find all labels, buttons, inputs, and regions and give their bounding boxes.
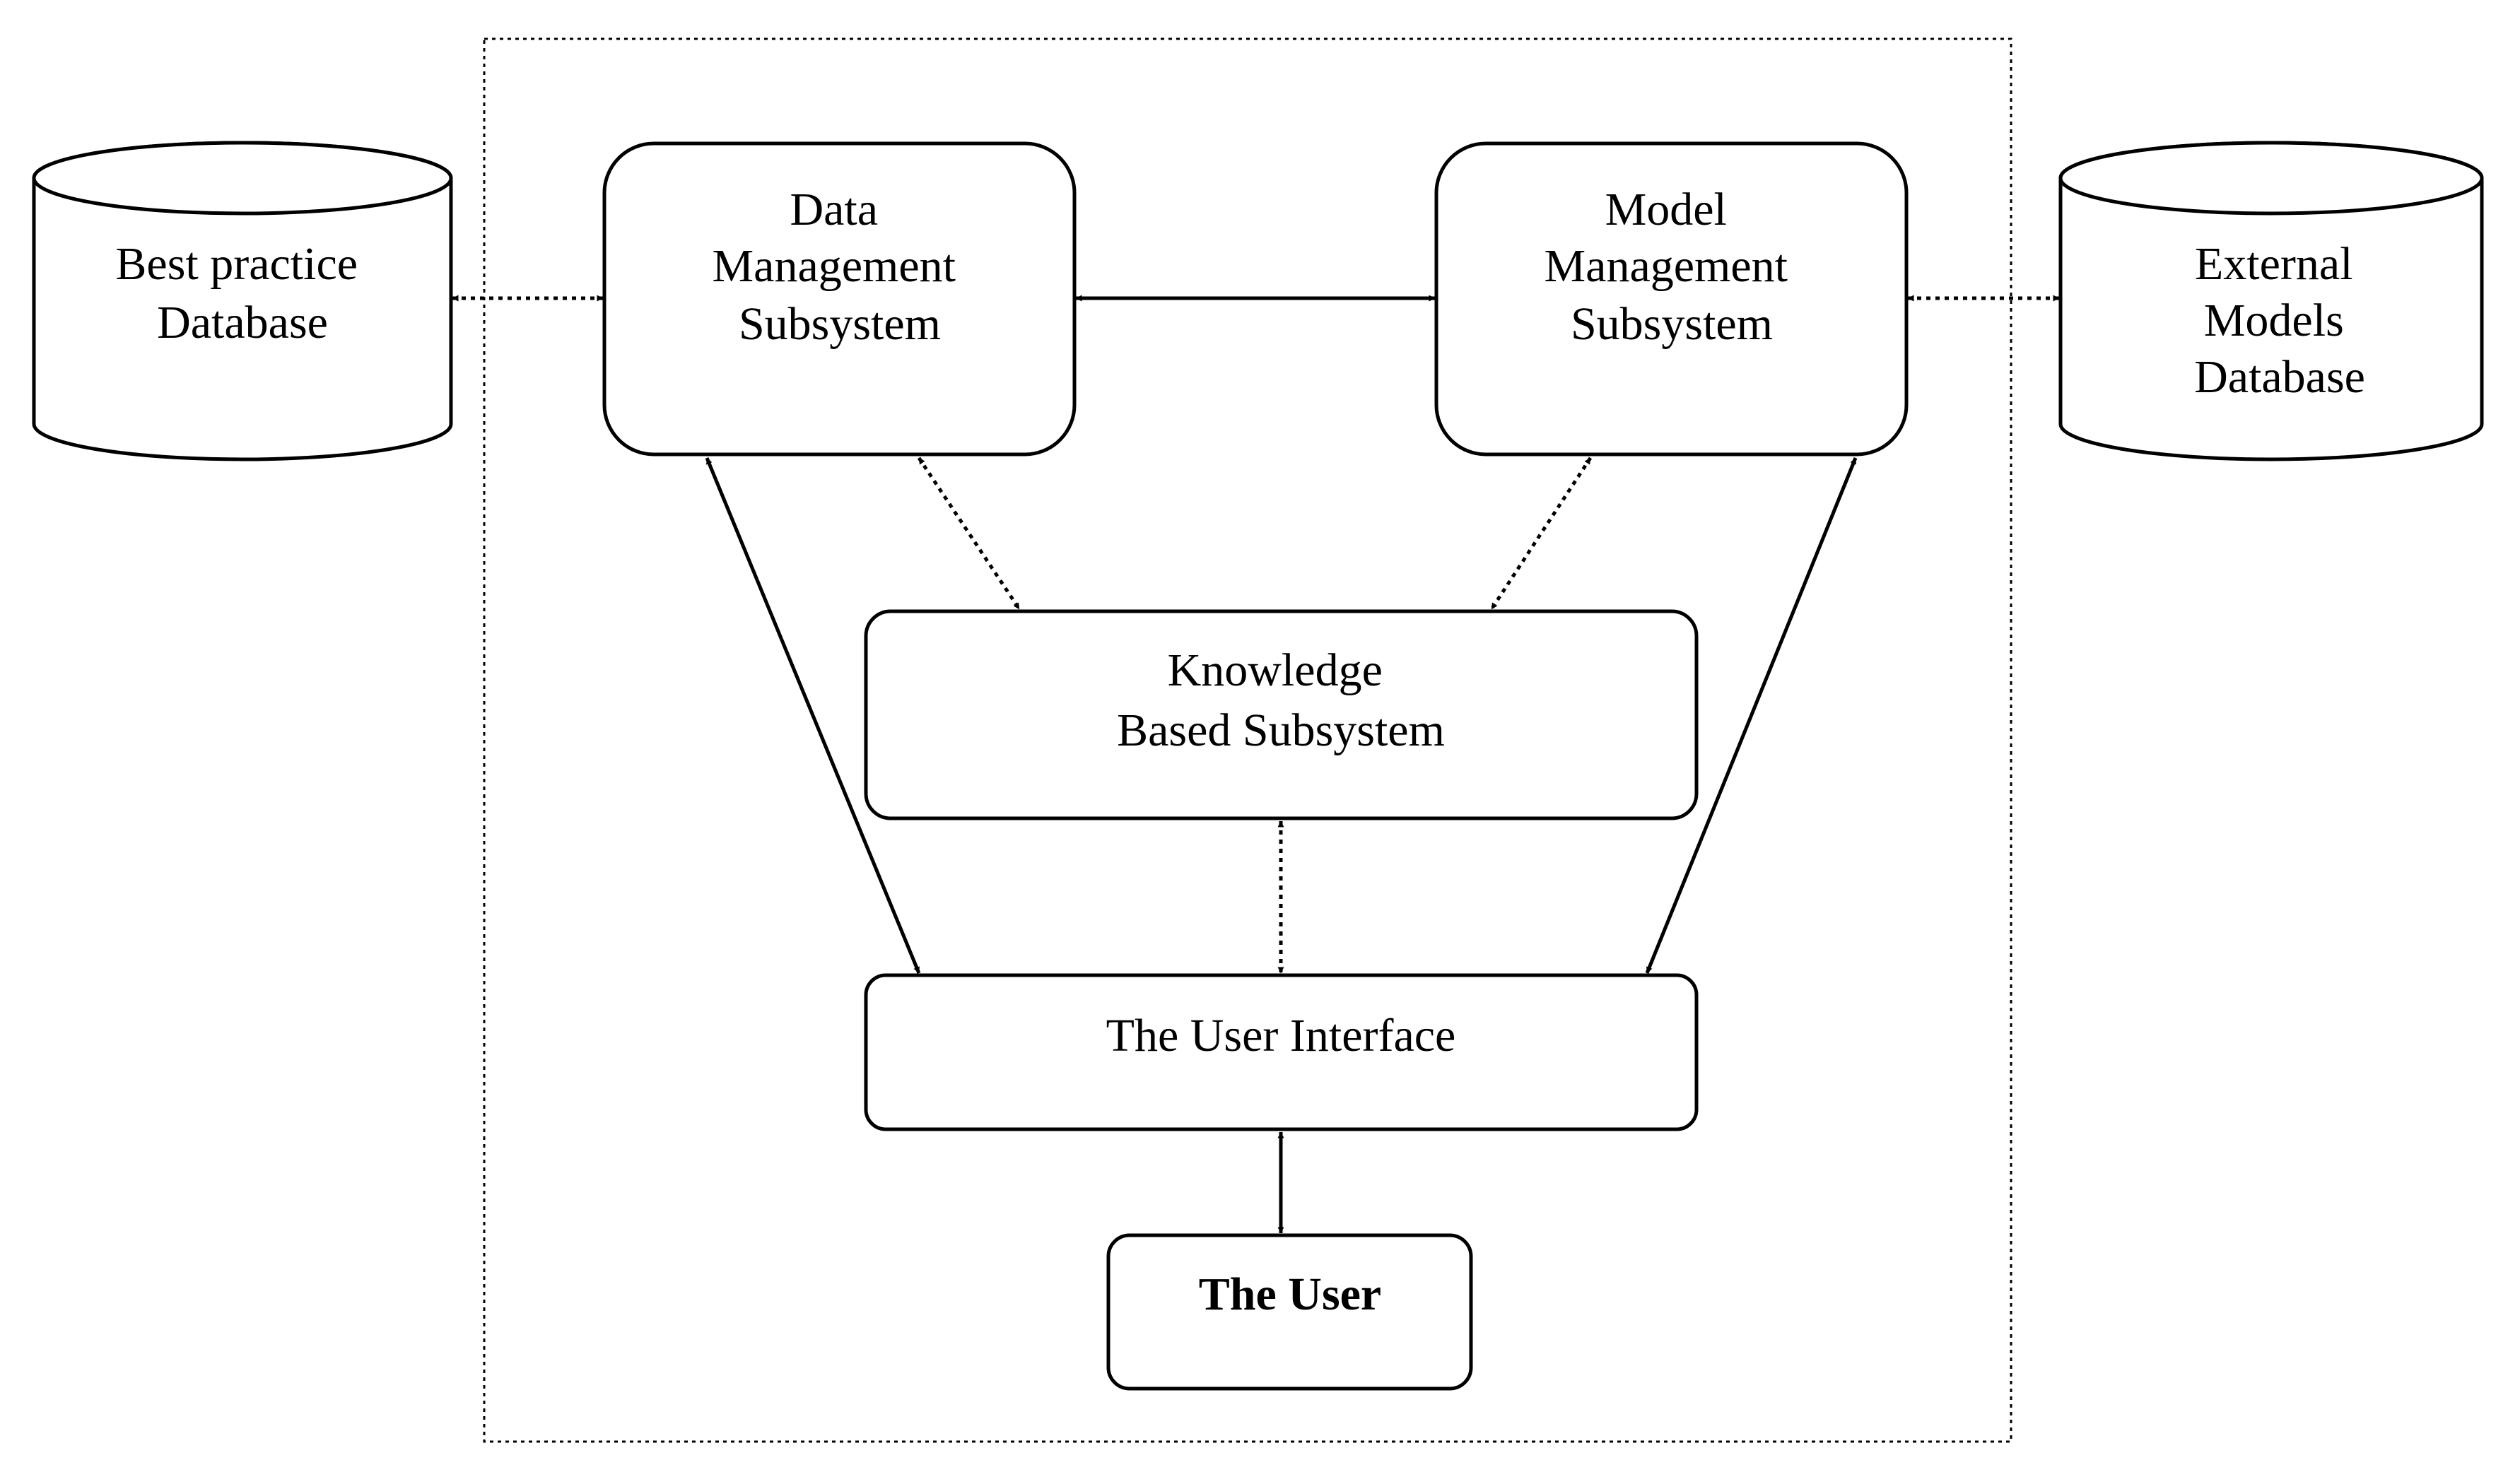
cylinder-top <box>32 141 453 216</box>
connectors <box>452 295 2060 1234</box>
connector-data-management-to-user-interface <box>705 457 921 974</box>
model-management-label: Model Management Subsystem <box>1544 184 1799 350</box>
label-line: Database <box>157 297 328 348</box>
data-management-subsystem: Data Management Subsystem <box>602 141 1077 457</box>
cylinder-top <box>2058 141 2484 216</box>
best-practice-database-label: Best practice Database <box>115 238 369 348</box>
label-line: External <box>2195 238 2353 290</box>
label-line: Subsystem <box>739 298 941 350</box>
connector-model-management-to-user-interface <box>1645 457 1858 974</box>
connector-data-management-to-knowledge-based <box>917 457 1021 611</box>
label-line: Knowledge <box>1168 644 1383 696</box>
external-models-database-label: External Models Database <box>2194 238 2365 403</box>
connector-model-management-to-knowledge-based <box>1489 457 1593 611</box>
subsystem-box <box>1434 141 1909 457</box>
label-line: Best practice <box>115 238 358 290</box>
label-line: The User <box>1199 1268 1381 1320</box>
external-models-database: External Models Database <box>2058 141 2484 461</box>
best-practice-database: Best practice Database <box>32 141 453 461</box>
label-line: Data <box>790 184 878 235</box>
user-interface-box: The User Interface <box>864 973 1699 1131</box>
label-line: Subsystem <box>1571 298 1773 350</box>
system-boundary <box>483 37 2012 1443</box>
label-line: Based Subsystem <box>1117 705 1445 756</box>
the-user-label: The User <box>1199 1268 1381 1320</box>
knowledge-based-label: Knowledge Based Subsystem <box>1117 644 1445 756</box>
label-line: Management <box>1544 240 1788 292</box>
data-management-label: Data Management Subsystem <box>712 184 967 350</box>
knowledge-based-subsystem: Knowledge Based Subsystem <box>864 609 1699 820</box>
the-user-box: The User <box>1106 1233 1473 1391</box>
subsystem-box <box>602 141 1077 457</box>
user-box <box>1106 1233 1473 1391</box>
label-line: The User Interface <box>1106 1010 1456 1061</box>
user-interface-label: The User Interface <box>1106 1010 1456 1061</box>
label-line: Model <box>1605 184 1727 235</box>
label-line: Models <box>2204 295 2344 346</box>
subsystem-box <box>864 609 1699 820</box>
label-line: Management <box>712 240 956 292</box>
label-line: Database <box>2194 351 2365 403</box>
model-management-subsystem: Model Management Subsystem <box>1434 141 1909 457</box>
interface-box <box>864 973 1699 1131</box>
